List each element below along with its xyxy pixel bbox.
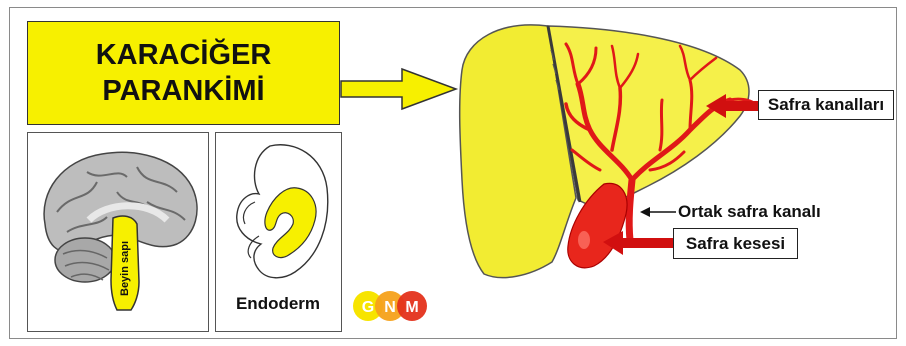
common-duct-pointer-head [640, 207, 650, 217]
gallbladder-label: Safra kesesi [686, 234, 785, 254]
bile-ducts-label-box: Safra kanalları [758, 90, 894, 120]
bile-ducts-label: Safra kanalları [768, 95, 884, 115]
common-duct-label: Ortak safra kanalı [678, 202, 821, 222]
gallbladder-label-box: Safra kesesi [673, 228, 798, 259]
gallbladder-highlight [578, 231, 590, 249]
liver-right-lobe [548, 26, 749, 210]
